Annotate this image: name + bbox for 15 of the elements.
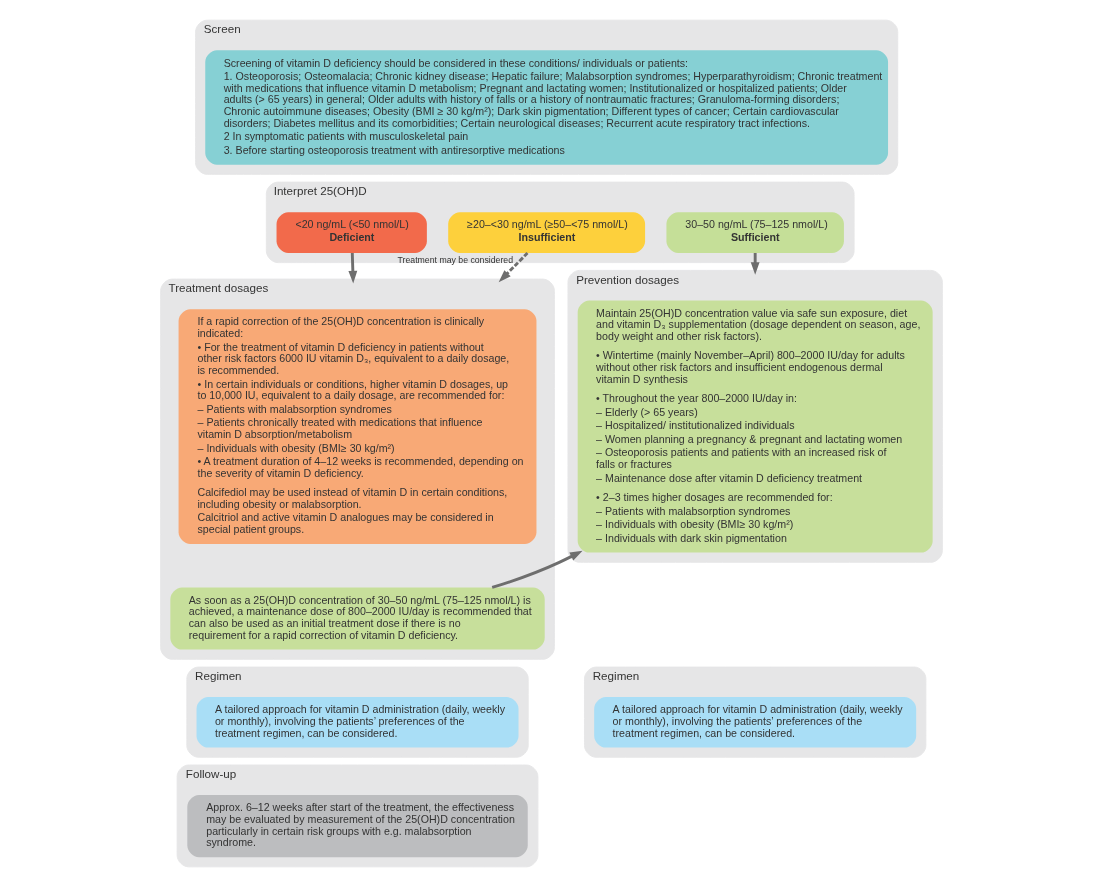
arrow (347, 252, 357, 284)
arrow (498, 251, 528, 283)
node-box: <20 ng/mL (<50 nmol/L) Deficient (276, 212, 427, 253)
node-box: If a rapid correction of the 25(OH)D concentration is clinically indicated: • For the treatment of vitamin D deficiency in patients without other risk factors 6000 IU vitamin D₃, equivalent to a daily dosage, is recommended. • In certain individuals or conditions, higher vitamin D dosages, up to 10,000 IU, equivalent to a daily dosage, are recommended for: – Patients with malabsorption syndromes – Patients chronically treated with medications that influence vitamin D absorption/metabolism – Individuals with obesity (BMI≥ 30 kg/m²) • A treatment duration of 4–12 weeks is recommended, depending on the severity of vitamin D deficiency. Calcifediol may be used instead of vitamin D in certain conditions, including obesity or malabsorption. Calcitriol and active vitamin D analogues may be considered in special patient groups. (178, 309, 536, 544)
node-box: As soon as a 25(OH)D concentration of 30–50 ng/mL (75–125 nmol/L) is achieved, a maintenance dose of 800–2000 IU/day is recommended that can also be used as an initial treatment dose if there is no requirement for a rapid correction of vitamin D deficiency. (169, 587, 545, 650)
node-box: Maintain 25(OH)D concentration value via safe sun exposure, diet and vitamin D₃ supplementation (dosage dependent on season, age, body weight and other risk factors). • Wintertime (mainly November–April) 800–2000 IU/day for adults without other risk factors and insufficient endogenous dermal vitamin D synthesis • Throughout the year 800–2000 IU/day in: – Elderly (> 65 years) – Hospitalized/ institutionalized individuals – Women planning a pregnancy & pregnant and lactating women – Osteoporosis patients and patients with an increased risk of falls or fractures – Maintenance dose after vitamin D deficiency treatment • 2–3 times higher dosages are recommended for: – Patients with malabsorption syndromes – Individuals with obesity (BMI≥ 30 kg/m²) – Individuals with dark skin pigmentation (577, 300, 933, 553)
node-box: Screening of vitamin D deficiency should be considered in these conditions/ individuals or patients: 1. Osteoporosis; Osteomalacia; Chronic kidney disease; Hepatic failure; Malabsorption syndromes; Hyperparathyroidism; Chronic treatment with medications that influence vitamin D metabolism; Pregnant and lactating women; Institutionalized or hospitalized patients; Older adults (> 65 years) in general; Older adults with history of falls or a history of nontraumatic fractures; Granuloma-forming disorders; Chronic autoimmune diseases; Obesity (BMI ≥ 30 kg/m²); Dark skin pigmentation; Different types of cancer; Certain cardiovascular disorders; Diabetes mellitus and its comorbidities; Certain neurological diseases; Recurrent acute respiratory tract infections. 2 In symptomatic patients with musculoskeletal pain 3. Before starting osteoporosis treatment with antiresorptive medications (204, 50, 888, 165)
node-box: A tailored approach for vitamin D administration (daily, weekly or monthly), involving the patients’ preferences of the treatment regimen, can be considered. (196, 697, 518, 748)
arrow (750, 253, 760, 275)
arrow (491, 550, 583, 589)
node-box: A tailored approach for vitamin D administration (daily, weekly or monthly), involving the patients’ preferences of the treatment regimen, can be considered. (593, 697, 916, 748)
node-box: ≥20–<30 ng/mL (≥50–<75 nmol/L) Insufficient (447, 212, 645, 253)
edge-label: Treatment may be considered (397, 255, 513, 266)
node-box: Approx. 6–12 weeks after start of the treatment, the effectiveness may be evaluated by measurement of the 25(OH)D concentration particularly in certain risk groups with e.g. malabsorption syndrome. (186, 795, 528, 858)
node-box: 30–50 ng/mL (75–125 nmol/L) Sufficient (665, 212, 844, 253)
